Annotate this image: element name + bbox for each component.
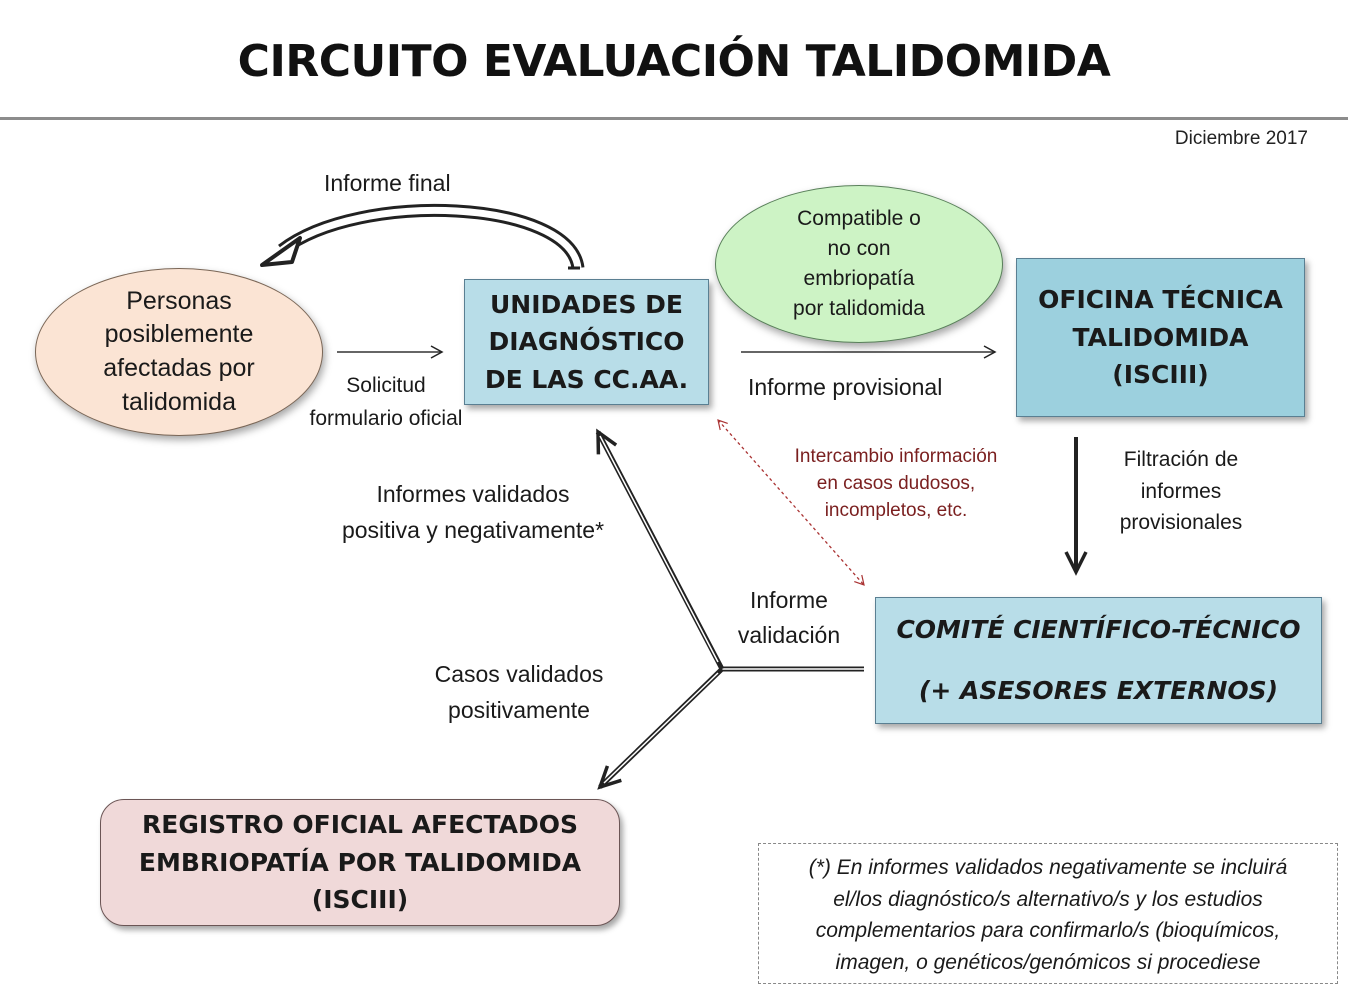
date-label: Diciembre 2017	[1174, 128, 1308, 149]
personas-line: posiblemente	[104, 320, 254, 349]
comite-cientifico-node: COMITÉ CIENTÍFICO-TÉCNICO (+ ASESORES EX…	[875, 597, 1322, 724]
casos-validados-arrow	[597, 667, 724, 790]
footnote-box: (*) En informes validados negativamente …	[758, 843, 1338, 984]
registro-oficial-node: REGISTRO OFICIAL AFECTADOS EMBRIOPATÍA P…	[100, 799, 620, 926]
oficina-tecnica-node: OFICINA TÉCNICA TALIDOMIDA (ISCIII)	[1016, 258, 1305, 417]
personas-line: talidomida	[122, 387, 236, 416]
informes-validados-label: Informes validados positiva y negativame…	[341, 481, 605, 543]
informes-validados-arrow	[595, 428, 725, 671]
intercambio-label: Intercambio información en casos dudosos…	[794, 446, 998, 521]
personas-afectadas-node: Personas posiblemente afectadas por tali…	[35, 268, 323, 436]
informe-validacion-label: Informe validación	[737, 587, 841, 648]
title-divider	[0, 117, 1348, 120]
informe-provisional-label: Informe provisional	[748, 374, 943, 400]
unidades-diagnostico-node: UNIDADES DE DIAGNÓSTICO DE LAS CC.AA.	[464, 279, 709, 405]
compatible-embriopatia-node: Compatible o no con embriopatía por tali…	[715, 185, 1003, 343]
page-title: CIRCUITO EVALUACIÓN TALIDOMIDA	[237, 36, 1111, 87]
personas-line: afectadas por	[103, 354, 255, 382]
filtracion-label: Filtración de informes provisionales	[1119, 448, 1243, 534]
intercambio-arrow	[717, 419, 865, 586]
informe-final-label: Informe final	[324, 170, 451, 196]
solicitud-label: Solicitud formulario oficial	[309, 374, 463, 430]
casos-validados-label: Casos validados positivamente	[434, 661, 604, 723]
informe-final-arrow	[260, 203, 585, 270]
personas-line: Personas	[126, 286, 232, 315]
